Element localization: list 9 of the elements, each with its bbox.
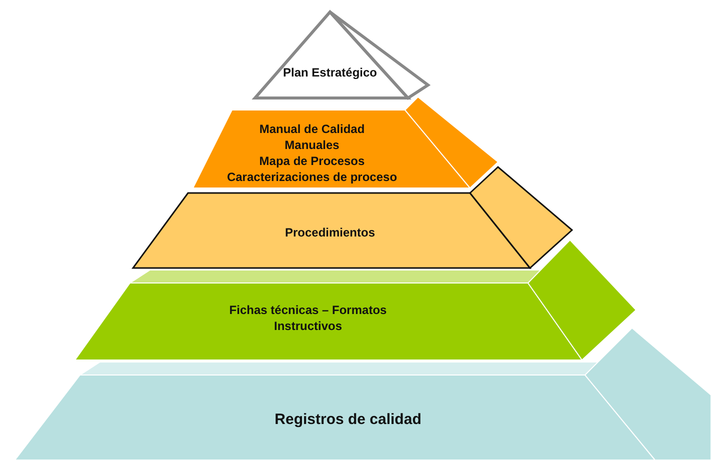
layer-label: Manuales [284,137,340,153]
layer-label: Manual de Calidad [258,121,366,137]
layer-label: Caracterizaciones de proceso [226,169,398,185]
layer-label: Mapa de Procesos [258,153,366,169]
layer-label: Procedimientos [284,226,376,240]
layer-label: Plan Estratégico [282,66,378,80]
layer-label: Instructivos [272,318,343,334]
layer-label: Fichas técnicas – Formatos [229,302,387,318]
layer-label: Registros de calidad [274,411,422,429]
